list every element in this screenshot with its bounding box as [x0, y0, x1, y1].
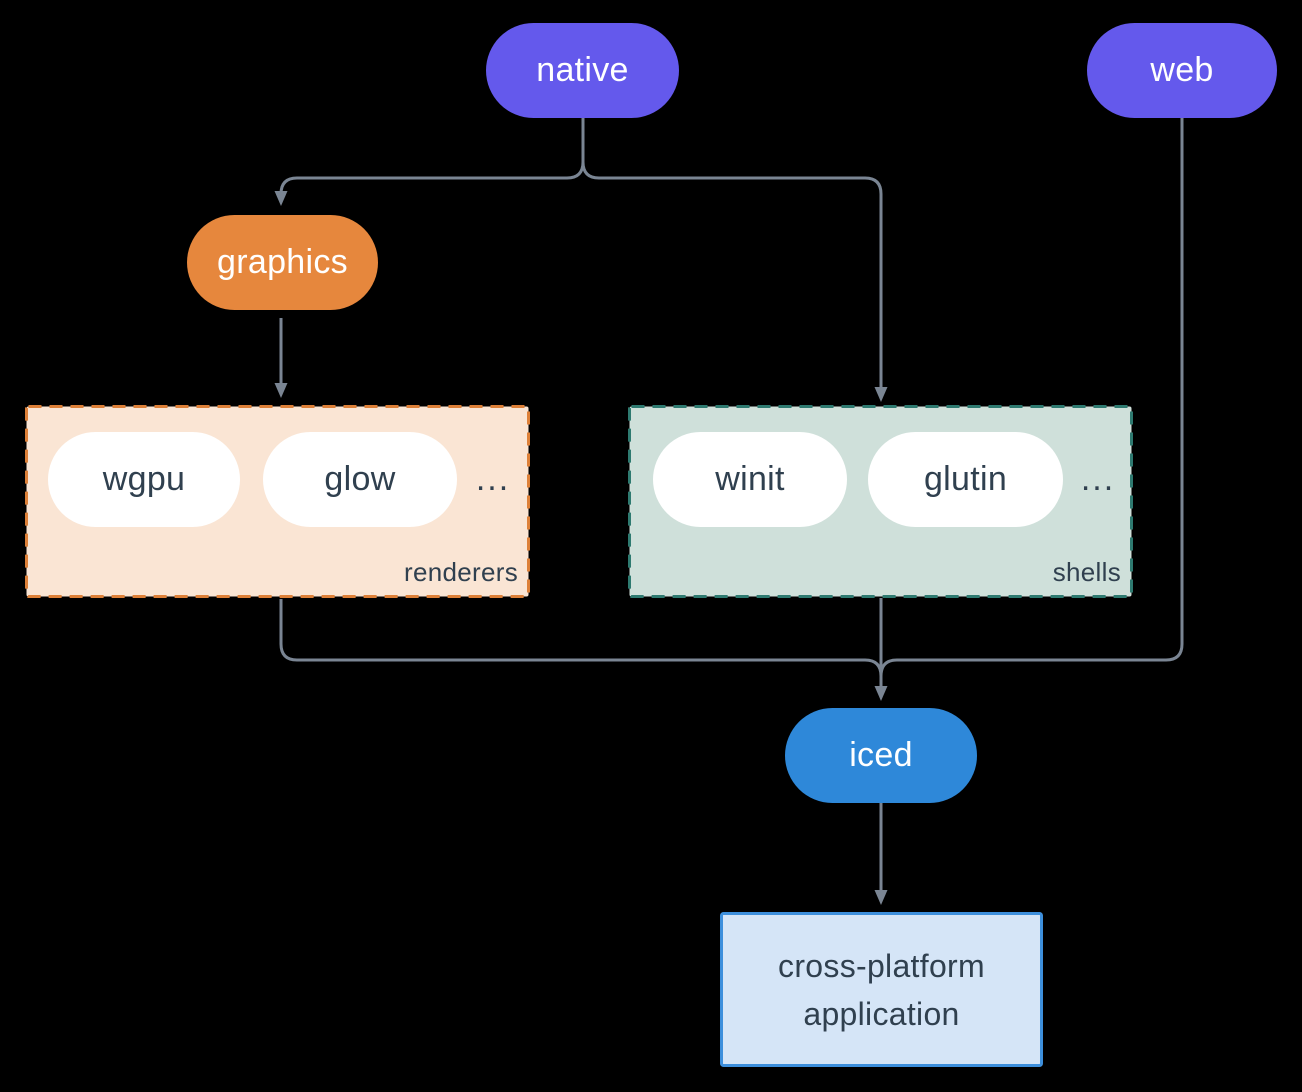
- node-glow-label: glow: [324, 460, 396, 498]
- edge-native-shells: [581, 118, 888, 402]
- node-web-label: web: [1150, 51, 1214, 89]
- application-label-line1: cross-platform: [778, 947, 985, 984]
- node-iced-label: iced: [849, 736, 913, 774]
- node-graphics: graphics: [187, 215, 378, 310]
- node-glow: glow: [263, 432, 457, 527]
- node-native-label: native: [536, 51, 629, 89]
- node-graphics-label: graphics: [217, 243, 348, 281]
- node-wgpu: wgpu: [48, 432, 240, 527]
- node-glutin: glutin: [868, 432, 1063, 527]
- node-iced: iced: [785, 708, 977, 803]
- node-winit: winit: [653, 432, 847, 527]
- edge-native-graphics: [274, 118, 585, 206]
- node-glutin-label: glutin: [923, 460, 1008, 498]
- node-wgpu-label: wgpu: [102, 460, 186, 498]
- shells-group: winit glutin ... shells: [628, 405, 1133, 598]
- shells-group-label: shells: [1052, 557, 1121, 587]
- renderers-group: wgpu glow ... renderers: [25, 405, 530, 598]
- application-box: [720, 912, 1043, 1067]
- node-web: web: [1087, 23, 1277, 118]
- node-winit-label: winit: [715, 460, 785, 498]
- shells-ellipsis: ...: [1080, 460, 1116, 498]
- node-native: native: [486, 23, 679, 118]
- renderers-ellipsis: ...: [475, 460, 511, 498]
- application-label-line2: application: [803, 995, 960, 1032]
- edge-renderers-iced: [279, 599, 883, 679]
- application-node: cross-platform application: [720, 912, 1043, 1067]
- renderers-group-label: renderers: [404, 557, 518, 587]
